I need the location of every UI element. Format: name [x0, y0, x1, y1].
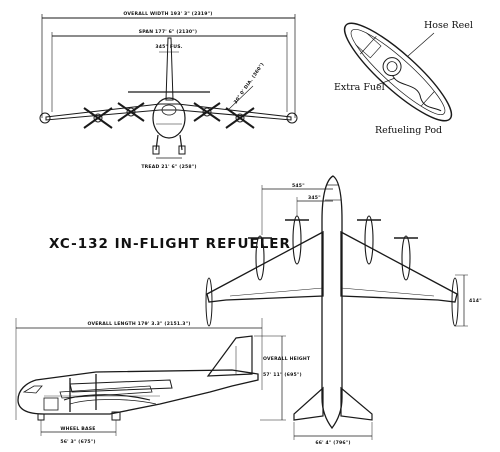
tail-span-label: 66' 4" (796") — [315, 440, 350, 446]
front-propellers — [83, 102, 255, 129]
nacelle-angle-label: 30° 0' DIA. (360") — [233, 62, 266, 105]
extra-fuel-label: Extra Fuel — [334, 82, 385, 93]
tread-label: TREAD 21' 6" (258") — [141, 164, 196, 170]
wheel-base-value: 56' 3" (675") — [60, 439, 95, 445]
hose-reel-label: Hose Reel — [424, 20, 473, 31]
refueling-pod-caption: Refueling Pod — [375, 125, 442, 136]
pod-body — [343, 22, 453, 122]
overall-height-label: OVERALL HEIGHT — [263, 356, 311, 362]
span-label: SPAN 177' 6" (2130") — [139, 29, 197, 35]
front-fuselage — [152, 97, 186, 139]
side-wing — [69, 379, 173, 393]
top-left-h-tail — [293, 386, 324, 421]
top-nacelles — [248, 215, 418, 281]
side-fuselage — [17, 369, 259, 415]
front-vertical-tail — [165, 37, 174, 101]
overall-height-value: 57' 11" (695") — [263, 372, 302, 378]
side-vertical-tail — [206, 335, 253, 377]
top-left-wingtip-pod — [205, 277, 213, 327]
side-view: OVERALL LENGTH 179' 3.3" (2151.3") OVERA… — [15, 318, 311, 445]
overall-width-label: OVERALL WIDTH 193' 3" (2319") — [123, 11, 212, 17]
top-fuselage — [321, 175, 343, 430]
overall-length-label: OVERALL LENGTH 179' 3.3" (2151.3") — [87, 321, 190, 327]
front-view: OVERALL WIDTH 193' 3" (2319") SPAN 177' … — [39, 11, 298, 170]
fus-width-label: 345" FUS. — [155, 44, 182, 50]
front-wing — [45, 103, 292, 121]
top-right-h-tail — [340, 386, 373, 421]
left-wingtip-pod — [39, 112, 51, 124]
top-right-wing — [340, 230, 458, 303]
refueling-pod-detail: Hose Reel Extra Fuel Refueling Pod — [334, 20, 473, 136]
dim-345-label: 345" — [308, 195, 321, 201]
top-left-wing — [206, 230, 324, 303]
hose-reel-drum — [382, 57, 402, 77]
drawing-title: XC-132 IN-FLIGHT REFUELER — [49, 236, 291, 252]
right-wingtip-pod — [286, 112, 298, 124]
dim-414-label: 414" — [469, 298, 482, 304]
wheel-base-label: WHEEL BASE — [60, 426, 95, 432]
top-view: 545" 345" 414" 66' 4" (796") — [205, 175, 482, 446]
dim-545-label: 545" — [292, 183, 305, 189]
